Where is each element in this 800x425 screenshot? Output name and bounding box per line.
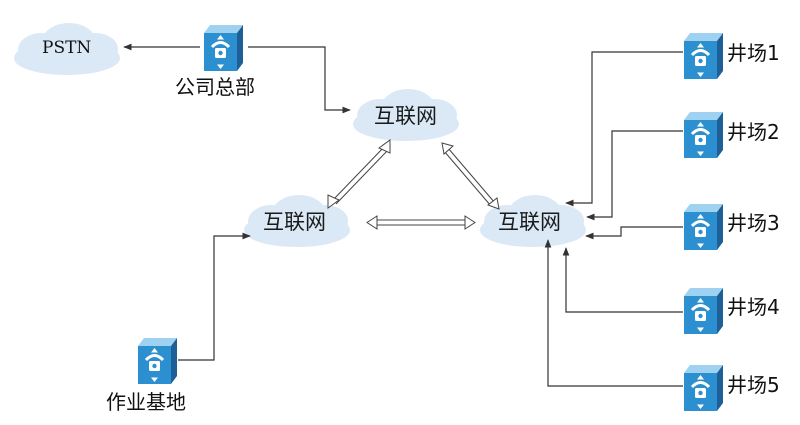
label-internet-right: 互联网: [498, 210, 561, 234]
video-phone-icon: [682, 286, 725, 336]
label-well3: 井场3: [727, 211, 780, 235]
device-base: [136, 336, 179, 386]
device-well4: [682, 286, 725, 336]
device-well3: [682, 202, 725, 252]
link-well4-internet: [562, 247, 683, 313]
label-base: 作业基地: [106, 390, 186, 414]
video-phone-icon: [682, 363, 725, 413]
label-internet-left: 互联网: [263, 210, 326, 234]
link-internet-top-left: [327, 139, 391, 209]
link-hq-internet: [248, 46, 351, 114]
link-well1-internet: [565, 51, 683, 207]
internet-mesh: [327, 139, 500, 230]
label-hq: 公司总部: [175, 75, 255, 99]
link-internet-top-right: [441, 142, 500, 210]
connectors: [123, 43, 683, 387]
link-base-internet: [178, 232, 251, 361]
video-phone-icon: [202, 23, 245, 73]
video-phone-icon: [136, 336, 179, 386]
link-well2-internet: [586, 130, 683, 221]
label-well2: 井场2: [727, 120, 780, 144]
video-phone-icon: [682, 31, 725, 81]
video-phone-icon: [682, 202, 725, 252]
label-well4: 井场4: [727, 295, 780, 319]
device-well2: [682, 110, 725, 160]
link-internet-left-right: [366, 215, 476, 230]
device-hq: [202, 23, 245, 73]
device-well1: [682, 31, 725, 81]
label-internet-top: 互联网: [374, 104, 437, 128]
label-well1: 井场1: [727, 41, 780, 65]
device-well5: [682, 363, 725, 413]
link-well3-internet: [585, 226, 683, 240]
link-well5-internet: [544, 239, 683, 387]
label-well5: 井场5: [727, 373, 780, 397]
label-pstn: PSTN: [42, 38, 92, 58]
video-phone-icon: [682, 110, 725, 160]
